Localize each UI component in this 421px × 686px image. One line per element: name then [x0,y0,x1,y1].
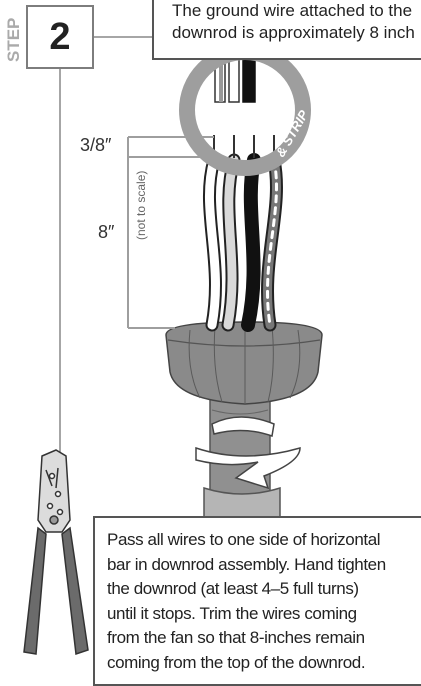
ring-text-cut: CUT [191,88,213,119]
not-to-scale-note: (not to scale) [134,170,148,240]
turn-arrow-icon [195,416,301,490]
ground-wire-callout: The ground wire attached to the downrod … [152,0,421,60]
step-label-text: STEP [4,18,23,62]
step-label: STEP [4,18,23,62]
crimping-pliers-icon [23,449,89,656]
strip-length-label: 3/8″ [80,135,112,155]
instructions-callout: Pass all wires to one side of horizontal… [93,516,421,686]
downrod-collar [203,486,281,521]
fan-wires [203,153,283,332]
step-number-box: 2 [26,5,94,69]
dimension-lines [127,136,214,329]
stripped-wire-tips [213,135,275,158]
wire-length-label: 8″ [98,222,115,242]
step-number: 2 [49,15,71,58]
